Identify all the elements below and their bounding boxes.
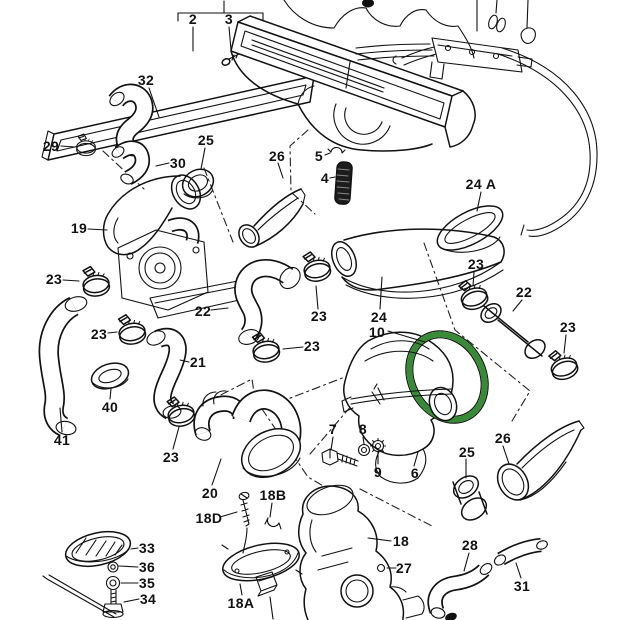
cable-rod <box>42 574 117 618</box>
part-label-9: 9 <box>373 464 383 480</box>
part-label-22-right: 22 <box>515 284 533 300</box>
part-label-5: 5 <box>314 148 324 164</box>
duct-20 <box>193 389 302 479</box>
heater-housing-top <box>283 0 475 59</box>
part-label-34: 34 <box>139 591 157 607</box>
hose-31 <box>493 537 548 566</box>
part-label-25-lower: 25 <box>458 444 476 460</box>
part-label-40: 40 <box>101 399 119 415</box>
washer-8 <box>357 443 371 457</box>
clamp-23-a <box>79 263 112 299</box>
part-label-21: 21 <box>189 354 207 370</box>
clamp-23-d <box>249 329 282 365</box>
hose-28 <box>427 563 493 619</box>
part-label-23-g: 23 <box>162 449 180 465</box>
seal-ring-10-highlight <box>405 330 489 424</box>
gasket-18A <box>221 542 303 582</box>
small-bolt-bottom <box>445 612 457 620</box>
duct-18 <box>298 484 425 620</box>
screw-18D <box>238 491 250 554</box>
part-label-33: 33 <box>138 540 156 556</box>
part-label-26-upper: 26 <box>268 148 286 164</box>
cable-clips-top <box>476 0 536 44</box>
sleeve-22-right <box>480 302 546 360</box>
clamp-23-c <box>299 247 333 285</box>
part-label-23-f: 23 <box>559 319 577 335</box>
part-label-41: 41 <box>53 432 71 448</box>
blower-assembly-6 <box>341 330 489 484</box>
part-label-8: 8 <box>358 421 368 437</box>
leader-lines <box>59 26 567 603</box>
duct-19 <box>102 174 202 256</box>
part-label-24A: 24 A <box>465 176 497 192</box>
funnel-26-lower <box>496 420 585 501</box>
part-label-31: 31 <box>513 578 531 594</box>
clip-5 <box>327 146 346 154</box>
nut-36 <box>107 561 119 573</box>
part-label-7: 7 <box>328 421 338 437</box>
part-label-23-b: 23 <box>90 326 108 342</box>
grommet-27 <box>376 563 386 573</box>
bolt-7 <box>321 448 359 467</box>
part-label-36: 36 <box>138 559 156 575</box>
clamp-23-b <box>115 311 148 347</box>
sleeve-25-lower <box>452 475 488 521</box>
part-label-23-e: 23 <box>467 256 485 272</box>
duct-24 <box>331 228 505 299</box>
part-label-32: 32 <box>137 72 155 88</box>
part-label-4: 4 <box>320 170 330 186</box>
part-label-23-c: 23 <box>310 308 328 324</box>
part-label-2: 2 <box>188 11 198 27</box>
screw-3 <box>221 52 242 66</box>
part-label-3: 3 <box>224 11 234 27</box>
hose-22-left <box>234 258 301 345</box>
seal-ring-40 <box>90 362 130 390</box>
vent-duct-assembly-1 <box>230 15 476 152</box>
part-label-29: 29 <box>42 138 60 154</box>
part-label-27: 27 <box>395 560 413 576</box>
clamp-23-f <box>545 345 581 384</box>
part-label-22-left: 22 <box>194 303 212 319</box>
part-label-19: 19 <box>70 220 88 236</box>
collar-25-upper <box>181 168 215 199</box>
bracket-group-top <box>177 0 264 22</box>
heater-valve-assembly <box>117 217 245 319</box>
ring-24A <box>436 205 504 253</box>
grille-33 <box>64 530 132 568</box>
part-label-26-lower: 26 <box>494 430 512 446</box>
retainer-clip <box>255 571 278 620</box>
washer-35 <box>105 575 121 591</box>
part-label-23-a: 23 <box>45 271 63 287</box>
part-label-6: 6 <box>410 465 420 481</box>
part-label-18D: 18D <box>195 510 223 526</box>
part-label-35: 35 <box>138 575 156 591</box>
hose-30 <box>111 140 151 185</box>
part-label-20: 20 <box>201 485 219 501</box>
part-label-28: 28 <box>461 537 479 553</box>
part-label-18B: 18B <box>259 487 287 503</box>
bolt-34 <box>102 589 124 619</box>
bowden-cable <box>497 47 598 237</box>
part-label-30: 30 <box>169 155 187 171</box>
part-label-24: 24 <box>370 309 388 325</box>
part-label-18A: 18A <box>227 595 255 611</box>
clip-18B <box>264 517 282 530</box>
funnel-26-upper <box>238 188 306 248</box>
spring-4 <box>334 161 353 205</box>
part-label-25-upper: 25 <box>197 132 215 148</box>
part-label-23-d: 23 <box>303 338 321 354</box>
part-label-18: 18 <box>392 533 410 549</box>
part-label-10: 10 <box>368 324 386 340</box>
hose-41 <box>38 296 88 437</box>
